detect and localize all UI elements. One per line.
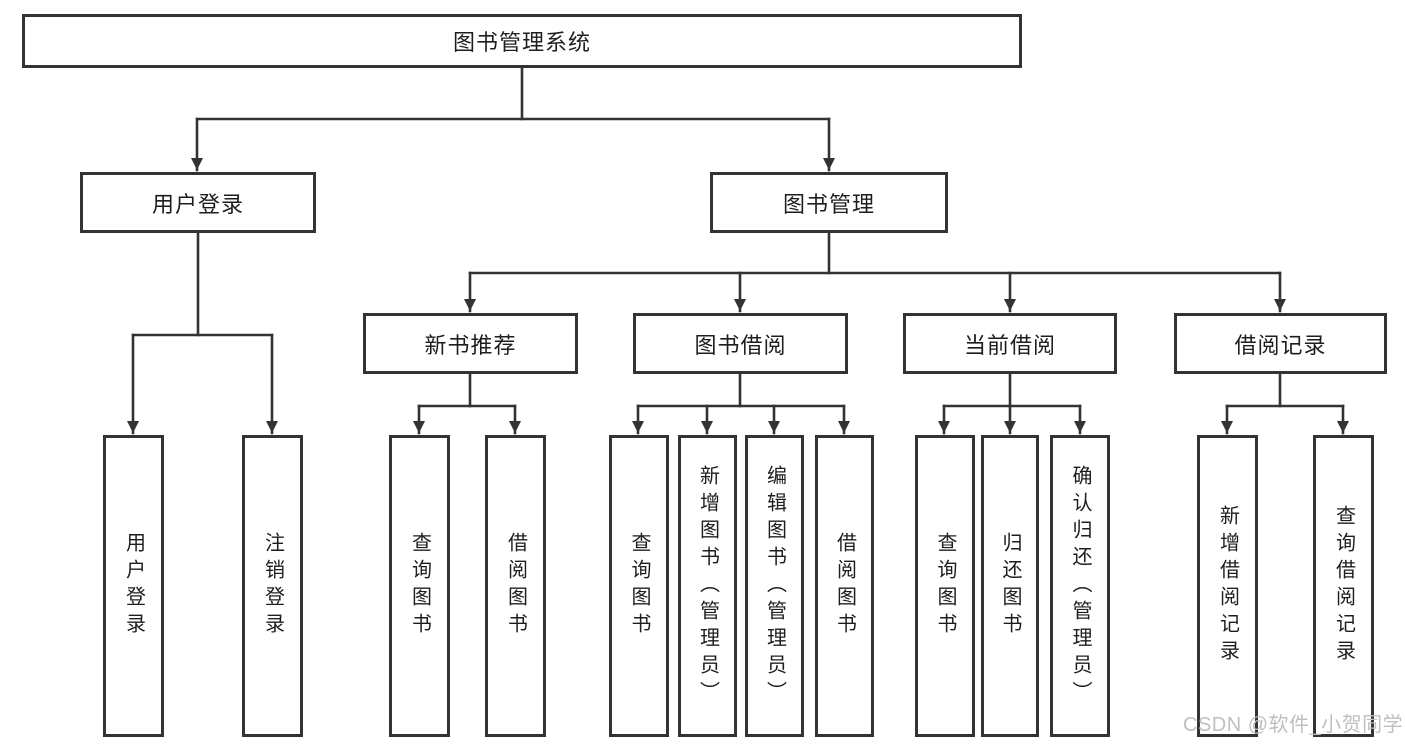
node-label: 归还图书 — [999, 532, 1021, 640]
node-label: 新增图书（管理员） — [696, 464, 719, 708]
node-leaf-edit-book-admin: 编辑图书（管理员） — [745, 435, 804, 737]
node-label: 新书推荐 — [424, 332, 517, 358]
node-leaf-add-book-admin: 新增图书（管理员） — [678, 435, 737, 737]
node-leaf-query-borrow-record: 查询借阅记录 — [1313, 435, 1374, 737]
node-leaf-add-borrow-record: 新增借阅记录 — [1197, 435, 1258, 737]
node-leaf-borrow-books: 借阅图书 — [485, 435, 546, 737]
node-book-borrowing: 图书借阅 — [633, 313, 848, 374]
node-label: 图书管理系统 — [452, 30, 591, 55]
node-borrowing-records: 借阅记录 — [1174, 313, 1387, 374]
node-leaf-return-books: 归还图书 — [981, 435, 1039, 737]
node-leaf-query-books: 查询图书 — [389, 435, 450, 737]
node-leaf-query-books: 查询图书 — [609, 435, 669, 737]
node-leaf-query-books: 查询图书 — [915, 435, 975, 737]
node-leaf-borrow-books: 借阅图书 — [815, 435, 874, 737]
node-label: 图书管理 — [782, 191, 875, 217]
node-leaf-confirm-return-admin: 确认归还（管理员） — [1050, 435, 1110, 737]
node-leaf-logout: 注销登录 — [242, 435, 303, 737]
node-label: 用户登录 — [122, 532, 145, 640]
node-new-book-recommendation: 新书推荐 — [363, 313, 578, 374]
node-library-management-system: 图书管理系统 — [22, 14, 1022, 68]
node-label: 查询图书 — [628, 532, 650, 640]
node-label: 查询借阅记录 — [1332, 505, 1355, 667]
node-user-login: 用户登录 — [80, 172, 316, 233]
node-current-borrowing: 当前借阅 — [903, 313, 1117, 374]
node-label: 新增借阅记录 — [1216, 505, 1239, 667]
node-label: 注销登录 — [261, 532, 284, 640]
node-label: 借阅记录 — [1234, 332, 1327, 358]
node-label: 用户登录 — [151, 191, 244, 217]
node-label: 当前借阅 — [963, 332, 1056, 358]
node-label: 借阅图书 — [833, 532, 856, 640]
node-leaf-user-login: 用户登录 — [103, 435, 164, 737]
node-label: 图书借阅 — [694, 332, 787, 358]
node-label: 查询图书 — [934, 532, 956, 640]
node-label: 编辑图书（管理员） — [763, 464, 786, 708]
node-label: 借阅图书 — [504, 532, 527, 640]
node-book-management: 图书管理 — [710, 172, 948, 233]
csdn-watermark: CSDN @软件_小贺同学 — [1183, 714, 1404, 736]
node-label: 确认归还（管理员） — [1069, 464, 1091, 708]
node-label: 查询图书 — [408, 532, 431, 640]
